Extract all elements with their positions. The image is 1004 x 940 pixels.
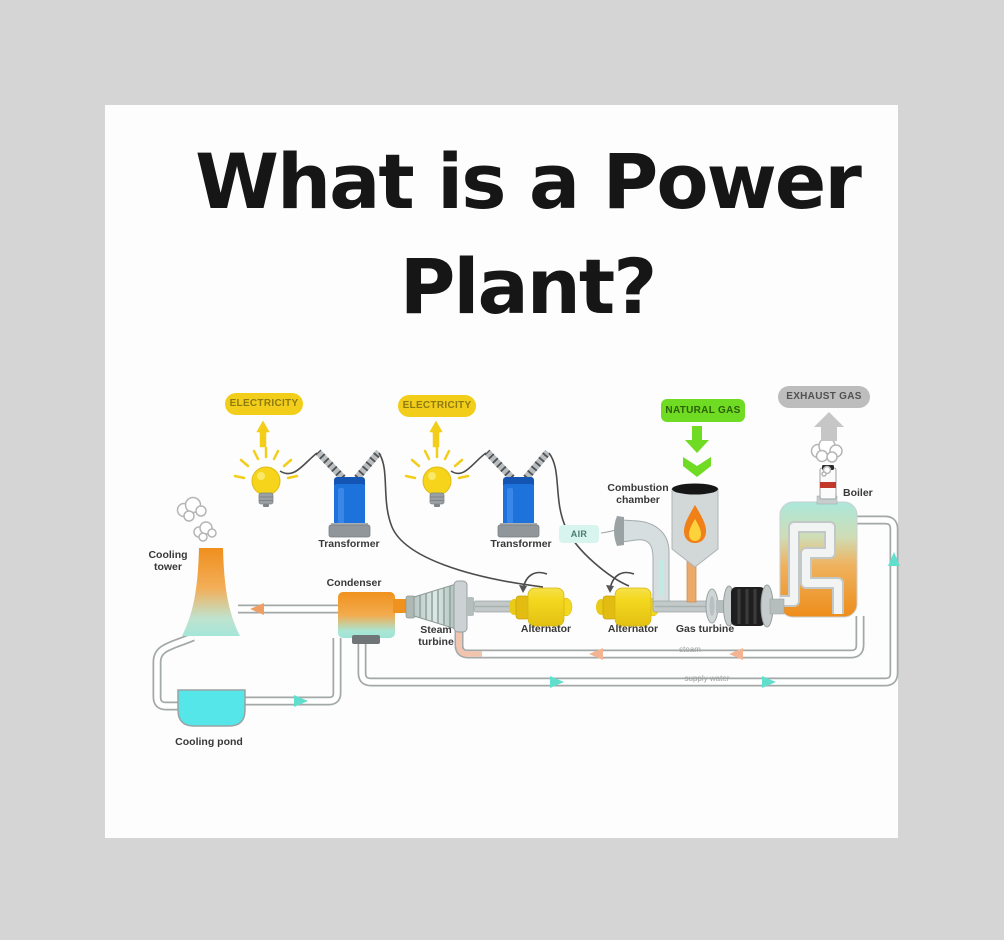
cooling-tower-smoke — [176, 496, 217, 542]
flow-arrows — [250, 552, 900, 707]
cooling-tower-label: Cooling tower — [148, 549, 188, 574]
cooling-pond-label: Cooling pond — [175, 736, 243, 748]
exhaust-gas-badge: EXHAUST GAS — [778, 386, 870, 408]
supply-water-pipe — [357, 515, 899, 687]
electricity-badge-right: ELECTRICITY — [398, 395, 476, 417]
air-duct — [614, 516, 670, 603]
condenser-label: Condenser — [326, 577, 382, 589]
transformer-right — [484, 449, 551, 538]
boiler — [779, 495, 858, 618]
steam-line-label: steam — [679, 645, 701, 654]
chimney-smoke — [810, 437, 843, 477]
alternator-right — [596, 587, 660, 627]
transformer-right-label: Transformer — [490, 538, 552, 550]
transformer-left-label: Transformer — [318, 538, 380, 550]
transformer-left — [315, 449, 382, 538]
page-title: What is a Power Plant? — [105, 130, 898, 340]
condenser — [338, 592, 413, 644]
steam-turbine-label: Steam turbine — [418, 624, 454, 649]
bulb-left-icon — [233, 446, 299, 507]
combustion-chamber — [671, 483, 719, 603]
air-badge: AIR — [559, 525, 599, 543]
drive-shaft — [652, 588, 728, 624]
exhaust-arrow-icon — [814, 412, 844, 441]
alternator-right-label: Alternator — [607, 623, 659, 635]
alternator-left — [509, 587, 573, 627]
cooling-pond — [177, 689, 246, 727]
alternator-left-label: Alternator — [520, 623, 572, 635]
title-line-1: What is a Power — [195, 137, 862, 226]
natural-gas-arrow-icons — [683, 426, 711, 477]
combustion-chamber-label: Combustion chamber — [607, 482, 669, 507]
cooling-tower — [182, 548, 240, 636]
steam-turbine — [405, 580, 517, 633]
supply-water-line-label: supply water — [684, 674, 730, 683]
boiler-label: Boiler — [843, 487, 873, 499]
bulb-right-icon — [404, 446, 470, 507]
electricity-badge-left: ELECTRICITY — [225, 393, 303, 415]
gas-turbine — [723, 584, 785, 628]
title-line-2: Plant? — [399, 241, 658, 331]
gas-turbine-label: Gas turbine — [675, 623, 735, 635]
natural-gas-badge: NATURAL GAS — [661, 399, 745, 422]
electricity-arrow-icons — [254, 418, 445, 449]
steam-pipe — [454, 616, 865, 659]
